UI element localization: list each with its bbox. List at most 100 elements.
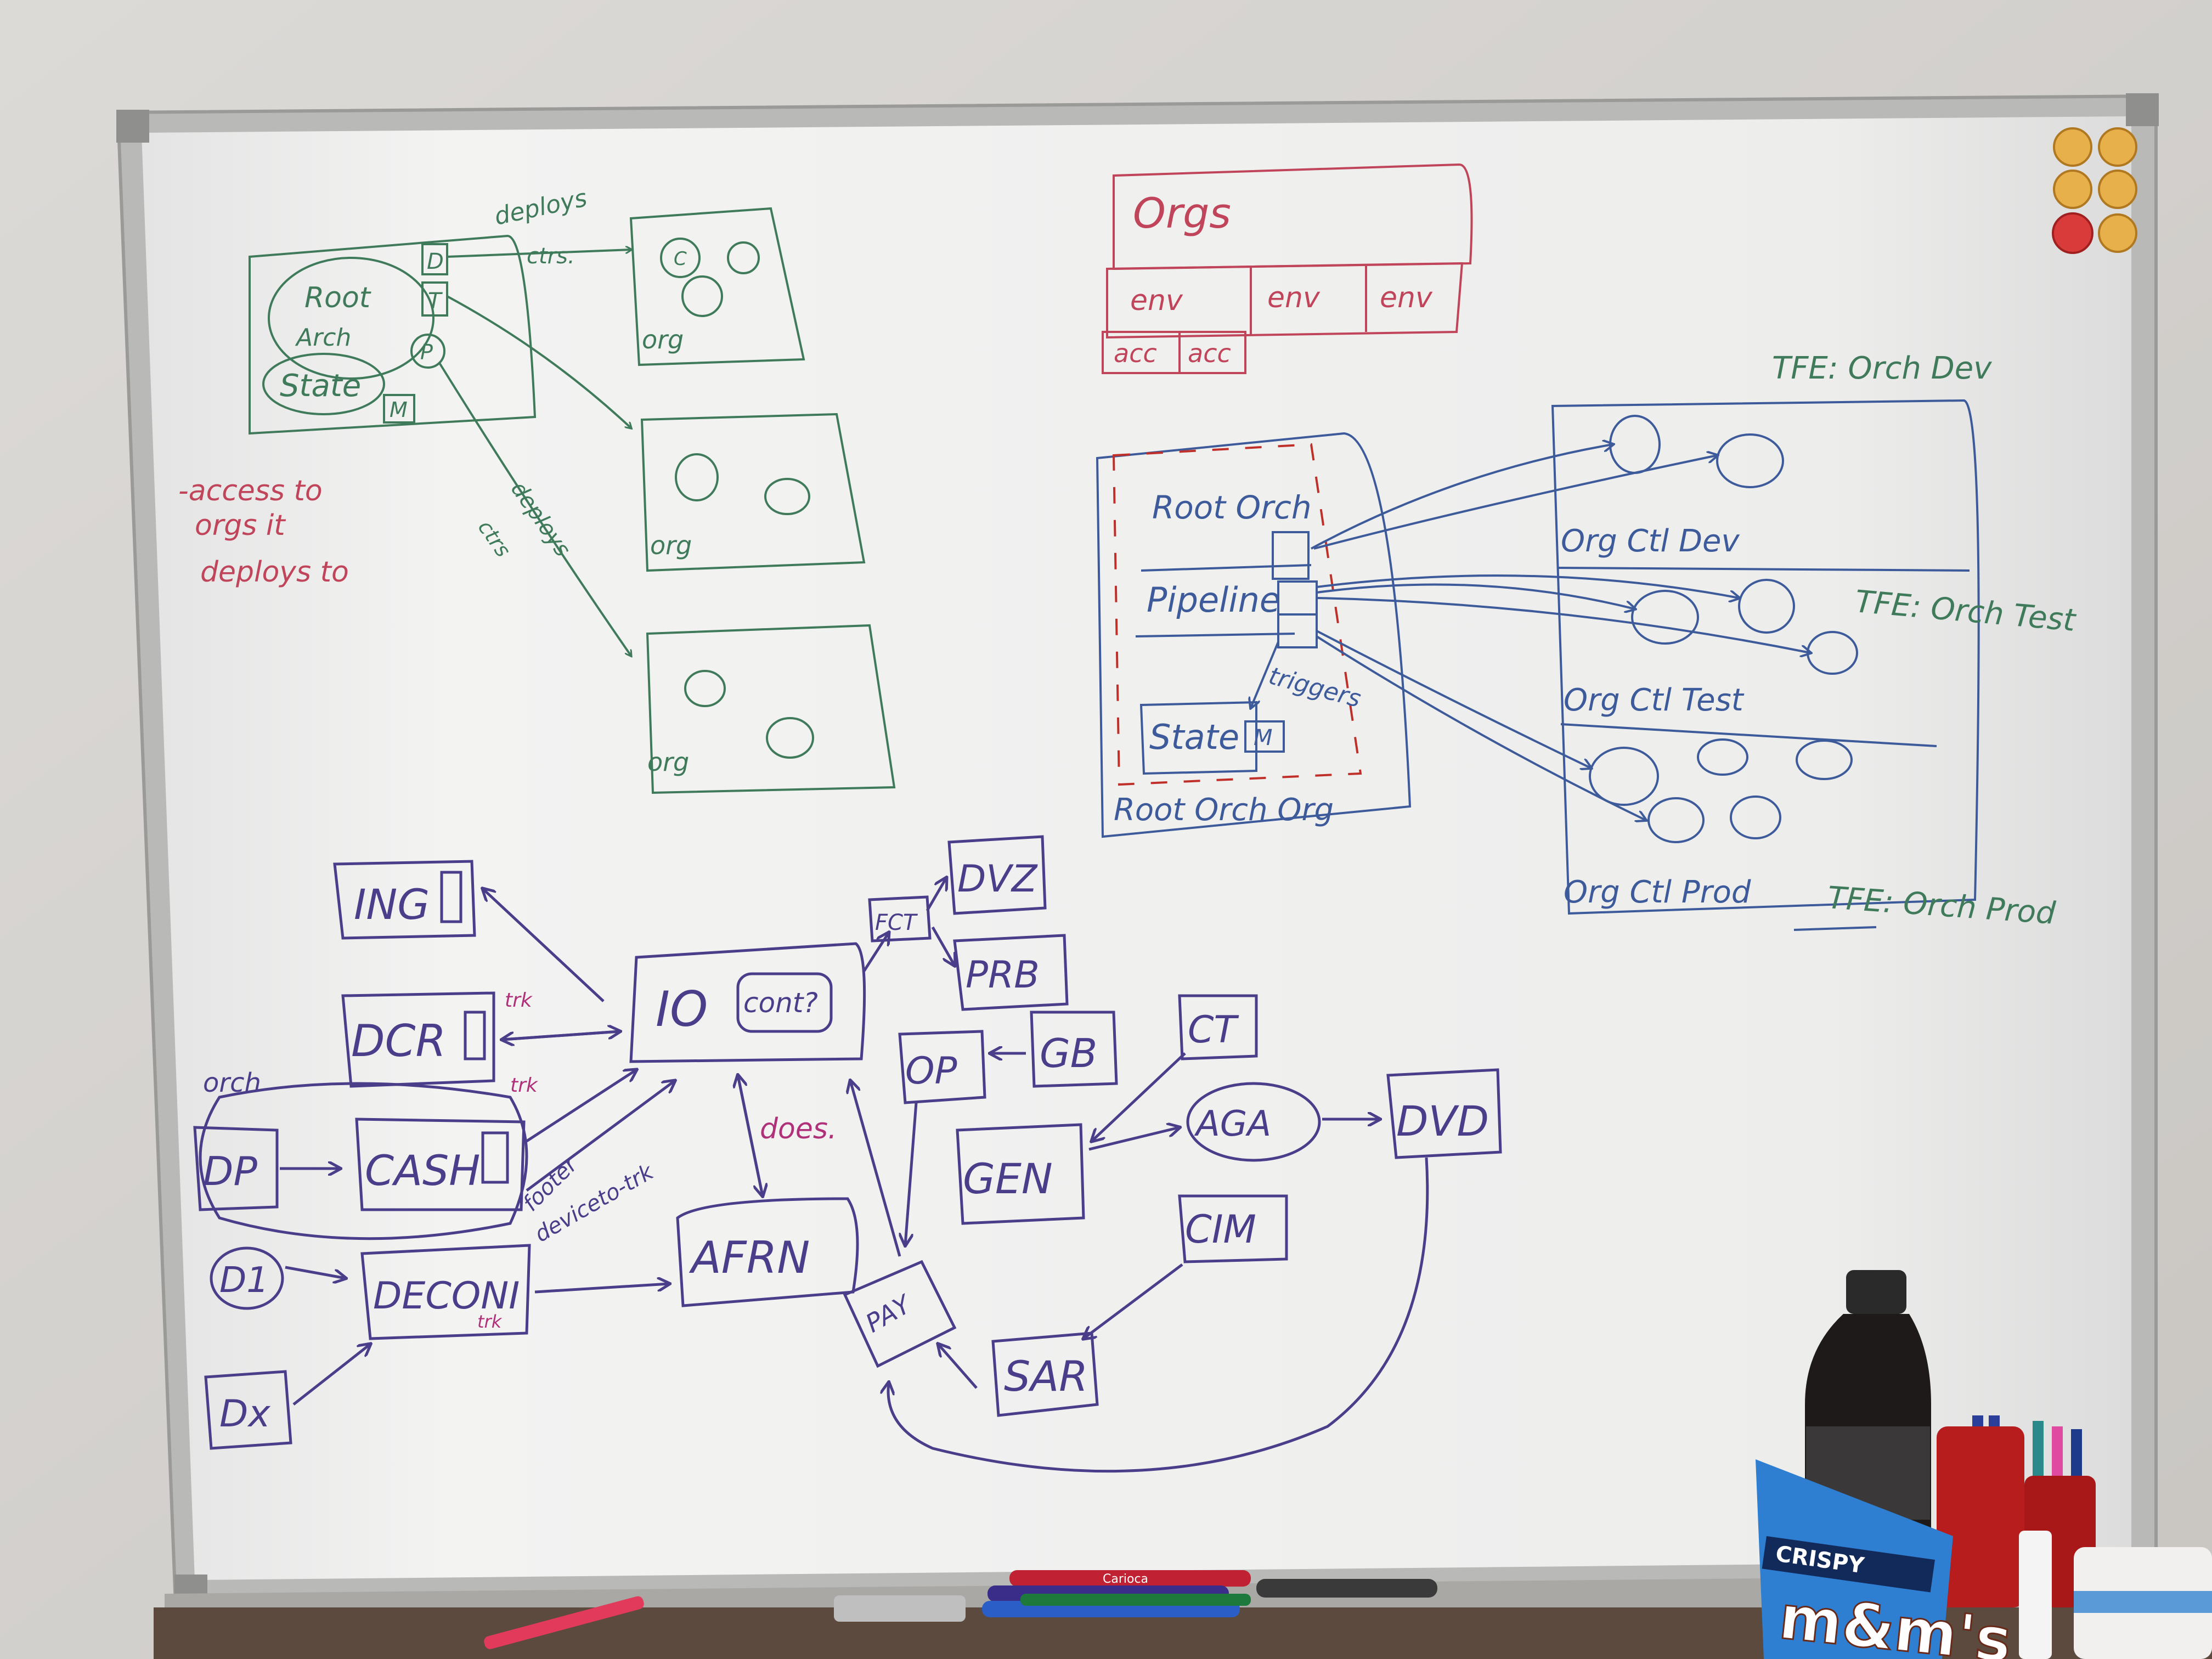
org-box-2 [640, 413, 866, 572]
org-box-1 [629, 207, 805, 366]
state-label: State [280, 368, 361, 404]
does-label: does. [760, 1113, 837, 1146]
deconi-box [360, 1244, 531, 1340]
dcr-box [341, 991, 495, 1088]
bottle-cap [1846, 1270, 1906, 1314]
d1-oval [210, 1246, 284, 1310]
org-dev-label: Org Ctl Dev [1561, 523, 1740, 559]
purple-arrow [534, 1284, 669, 1294]
box-m [383, 394, 415, 424]
pen [1256, 1579, 1437, 1598]
green-arrow [438, 361, 631, 656]
green-arrow [447, 250, 631, 258]
org-test-divider [1560, 723, 1937, 747]
org-ctl-box [1551, 399, 1980, 915]
frame-corner [2126, 93, 2159, 126]
purple-arrow [931, 926, 955, 966]
dcr-label: DCR [351, 1015, 446, 1066]
heart-magnet [2052, 212, 2094, 254]
state-box [1139, 701, 1257, 775]
gen-box [956, 1123, 1085, 1225]
purple-arrow [501, 1031, 620, 1041]
purple-arrow [1088, 1127, 1180, 1151]
ct-label: CT [1188, 1008, 1239, 1052]
blue-arrow [1316, 597, 1810, 653]
ct-box [1178, 994, 1258, 1060]
purple-arrow [1084, 1263, 1183, 1339]
purple-arrow [292, 1344, 370, 1406]
cash-label: CASH [365, 1146, 480, 1195]
dvz-label: DVZ [957, 857, 1038, 901]
orch-label: orch [203, 1068, 261, 1098]
blue-arrow [1316, 635, 1646, 820]
red-note-line2: orgs it [195, 509, 286, 542]
purple-arrow [483, 889, 605, 1002]
gen-label: GEN [963, 1154, 1053, 1203]
dcr-icon [464, 1011, 486, 1060]
orgs-outer [1113, 163, 1473, 270]
marker [1020, 1594, 1251, 1606]
purple-arrow [285, 1266, 346, 1278]
root-arch-ellipse [268, 257, 435, 380]
red-orgs [1102, 163, 1473, 374]
pay-box [843, 1260, 957, 1368]
blue-arrow [1311, 444, 1613, 550]
tube-stripe [2074, 1591, 2212, 1613]
board-surface [142, 116, 2131, 1580]
cash-box [355, 1118, 526, 1211]
fct-label: FCT [875, 910, 918, 935]
ctr-circle-blue [1589, 747, 1659, 806]
bag-band [1762, 1536, 1935, 1593]
box-m-label: M [390, 398, 408, 422]
root-orch-org-label: Root Orch Org [1114, 792, 1334, 828]
gb-label: GB [1040, 1030, 1097, 1076]
trk-label-1: trk [505, 989, 533, 1012]
dx-box [204, 1370, 292, 1450]
blue-arrow [1313, 455, 1717, 550]
env-label-1: env [1130, 284, 1183, 317]
ctr-circle-blue [1697, 738, 1748, 776]
purple-arrow [1092, 1052, 1186, 1141]
pipeline-label: Pipeline [1147, 580, 1280, 620]
box-d-blue [1272, 531, 1310, 580]
ctr-circle-blue [1730, 795, 1781, 839]
arch-label: Arch [295, 324, 351, 352]
red-note: -access to orgs it deploys to [178, 475, 349, 589]
ing-icon [440, 871, 462, 923]
acc-label-1: acc [1114, 338, 1157, 368]
io-box [629, 942, 866, 1063]
env-label-3: env [1380, 281, 1433, 314]
m-blue-label: M [1254, 725, 1273, 751]
org-test-label: Org Ctl Test [1564, 682, 1745, 718]
org-dev-divider [1558, 567, 1970, 572]
dp-label: DP [203, 1148, 257, 1194]
ctr-circle [727, 241, 760, 274]
emoji-magnet [2098, 170, 2137, 209]
emoji-magnet [2053, 170, 2092, 209]
box-m-blue [1244, 720, 1285, 753]
ing-box [333, 860, 476, 940]
box-d [421, 243, 448, 275]
eraser [834, 1595, 966, 1622]
dvd-box [1386, 1068, 1502, 1159]
pen-cup-body [1937, 1426, 2024, 1607]
root-orch-dashed [1112, 443, 1362, 786]
green-diagram [249, 207, 896, 794]
ctrs-label: ctrs. [527, 244, 575, 269]
root-orch-line [1141, 564, 1312, 572]
dvz-box [947, 835, 1047, 915]
purple-arrow [738, 1075, 764, 1197]
purple-arrow [926, 878, 946, 912]
marker-brand: Carioca [1103, 1572, 1148, 1586]
dvd-label: DVD [1396, 1097, 1489, 1146]
ctr-circle [684, 670, 726, 707]
prb-label: PRB [966, 953, 1040, 997]
sar-label: SAR [1004, 1352, 1088, 1401]
afrn-label: AFRN [689, 1232, 810, 1283]
purple-arrow [888, 1157, 1429, 1473]
red-note-line3: deploys to [200, 556, 349, 589]
tfe-dev-label: TFE: Orch Dev [1772, 351, 1992, 386]
purple-arrow [526, 1081, 675, 1192]
pen-red [484, 1596, 644, 1649]
